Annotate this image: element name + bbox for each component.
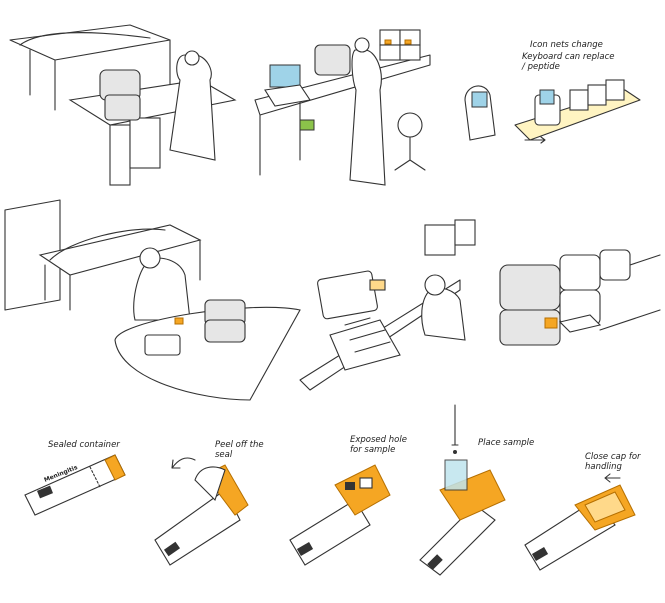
cartridge-peeling (154, 457, 249, 566)
scene-analyzer-stack (499, 249, 661, 346)
scene-patient-sample (4, 199, 301, 401)
step-label-place-sample: Place sample (478, 438, 535, 448)
cartridge-place-sample (419, 404, 506, 576)
cartridge-sealed: Meningitis (24, 454, 126, 516)
cartridge-capped (524, 473, 636, 571)
scene-device-icons (464, 79, 641, 144)
annotation-keyboard-replace: Keyboard can replace / peptide (522, 52, 615, 72)
scene-laptop-entry (299, 219, 476, 391)
step-label-peel: Peel off the seal (215, 440, 264, 460)
cartridge-exposed-hole (289, 464, 391, 566)
scene-lab-bench (254, 29, 431, 186)
step-label-close-cap: Close cap for handling (585, 452, 641, 472)
scene-bedside-analyzer (9, 24, 237, 186)
annotation-icon-change: Icon nets change (530, 40, 603, 50)
step-label-exposed-hole: Exposed hole for sample (350, 435, 407, 455)
step-label-sealed: Sealed container (48, 440, 120, 450)
